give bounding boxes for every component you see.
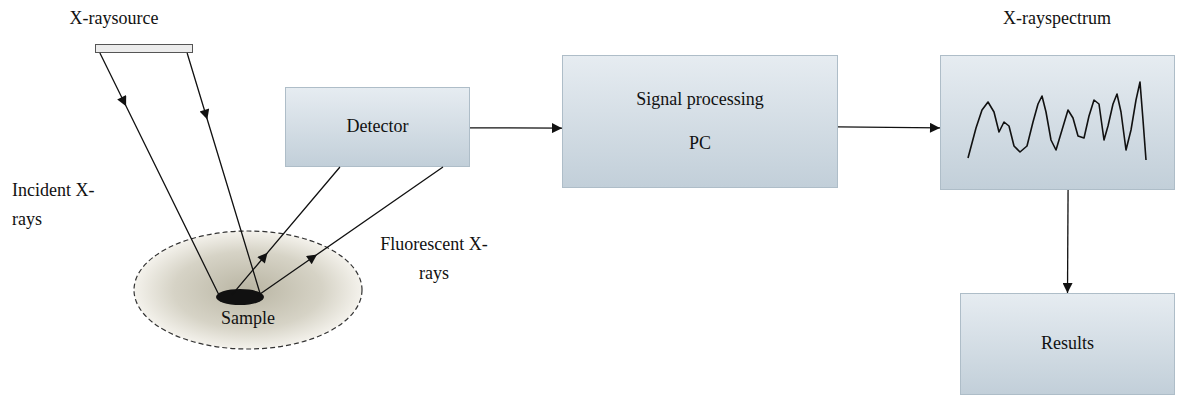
process-box: Signal processingPC	[562, 55, 838, 188]
results-box: Results	[960, 293, 1175, 395]
spectrum-curve	[968, 82, 1146, 160]
flow-arrow	[838, 127, 940, 128]
sample-outline	[133, 230, 363, 350]
node-label: Detector	[347, 116, 409, 138]
incident-ray	[100, 53, 220, 297]
detector-box: Detector	[285, 87, 470, 167]
node-label: Results	[1041, 333, 1094, 355]
incident-ray	[187, 53, 262, 300]
heading-label: X-rayspectrum	[1003, 8, 1111, 30]
node-label: PC	[689, 133, 711, 155]
sample-ellipse: Sample	[133, 230, 363, 350]
node-label: Sample	[221, 308, 275, 330]
sample-spot	[216, 289, 264, 305]
fluorescent-ray	[232, 167, 340, 295]
fluorescent-ray	[257, 167, 443, 296]
ray-label: Incident X-rays	[12, 176, 104, 234]
ray-label: Fluorescent X-rays	[378, 230, 490, 288]
spectrum-box: X-rayspectrum	[940, 55, 1175, 190]
flow-arrow	[1067, 190, 1069, 293]
heading-label: X-raysource	[70, 8, 159, 30]
xray-source-bar: X-raysource	[95, 44, 193, 53]
flow-arrow	[470, 127, 562, 129]
node-label: Signal processing	[636, 89, 764, 111]
